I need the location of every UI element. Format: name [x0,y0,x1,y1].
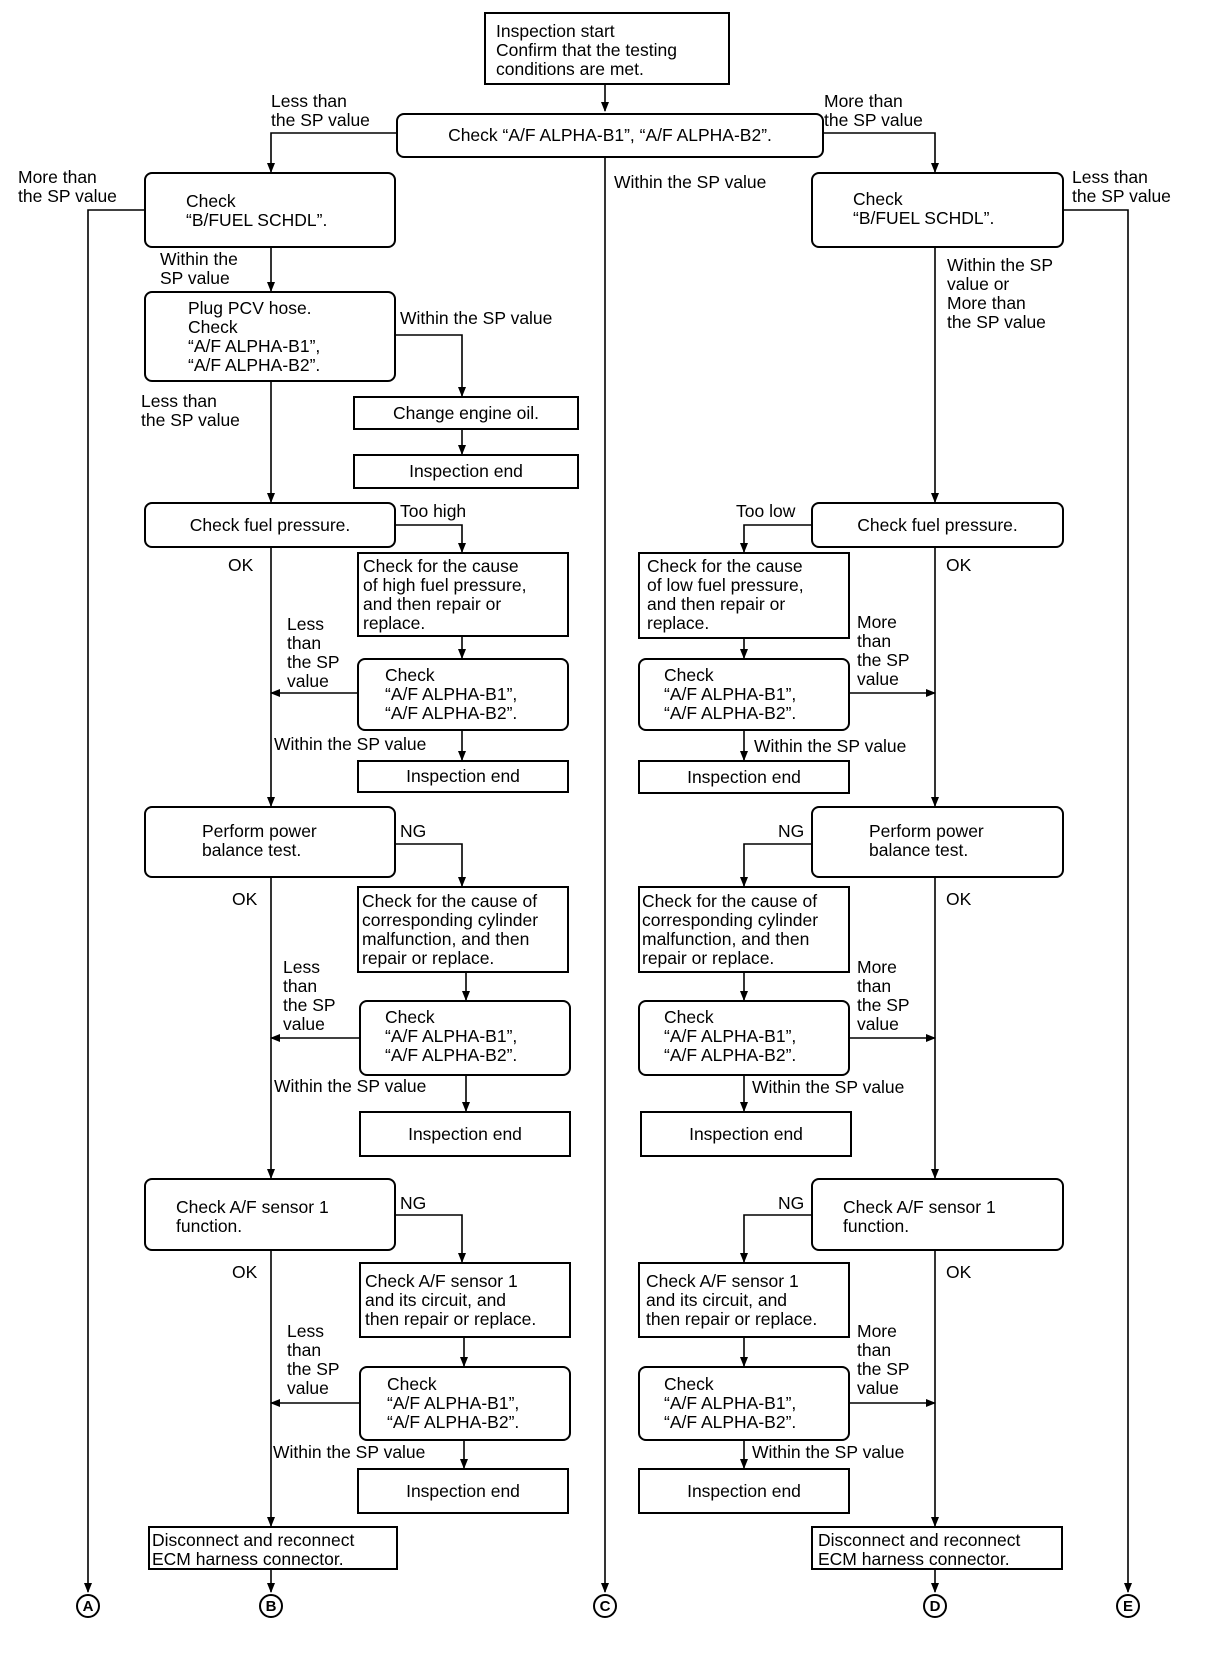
label-within-af-right: Within the SP value [752,1442,905,1462]
label-less-sp-top: Less than the SP value [271,91,370,130]
right-cause-cyl-box: Check for the cause of corresponding cyl… [638,886,850,973]
label-ng-power-left: NG [400,821,427,841]
label-too-low: Too low [736,501,796,521]
label-ok-af-left: OK [232,1262,258,1282]
left-check-alpha-3: Check “A/F ALPHA-B1”, “A/F ALPHA-B2”. [359,1366,571,1441]
left-power-balance-box: Perform power balance test. [144,806,396,878]
right-check-alpha-2: Check “A/F ALPHA-B1”, “A/F ALPHA-B2”. [638,1000,850,1076]
label-ng-af-right: NG [778,1193,805,1213]
right-check-alpha-1: Check “A/F ALPHA-B1”, “A/F ALPHA-B2”. [638,658,850,731]
left-cause-high-box: Check for the cause of high fuel pressur… [357,552,569,637]
label-less-sp-far-right: Less than the SP value [1072,167,1171,206]
right-disconnect-box: Disconnect and reconnect ECM harness con… [811,1526,1063,1570]
right-fuel-pressure-box: Check fuel pressure. [811,502,1064,548]
left-check-bfuel-box: Check “B/FUEL SCHDL”. [144,172,396,248]
left-inspection-end-1: Inspection end [353,454,579,489]
right-cause-low-box: Check for the cause of low fuel pressure… [638,552,850,639]
label-within-power-right: Within the SP value [752,1077,905,1097]
terminal-c: C [593,1594,617,1618]
label-more-fuel-right: More than the SP value [857,612,910,689]
label-ok-power-right: OK [946,889,972,909]
left-cause-cyl-box: Check for the cause of corresponding cyl… [357,886,569,973]
left-af-function-box: Check A/F sensor 1 function. [144,1178,396,1251]
label-more-af-right: More than the SP value [857,1321,910,1398]
left-fuel-pressure-box: Check fuel pressure. [144,502,396,548]
label-within-fuel-right: Within the SP value [754,736,907,756]
label-within-the-sp-left: Within the SP value [160,249,238,288]
left-inspection-end-4: Inspection end [357,1468,569,1514]
terminal-e: E [1116,1594,1140,1618]
terminal-a: A [76,1594,100,1618]
label-ok-power-left: OK [232,889,258,909]
left-inspection-end-2: Inspection end [357,760,569,793]
change-oil-box: Change engine oil. [353,396,579,430]
label-less-sp-pcv: Less than the SP value [141,391,240,430]
label-ok-fuel-right: OK [946,555,972,575]
check-alpha-top-box: Check “A/F ALPHA-B1”, “A/F ALPHA-B2”. [396,113,824,158]
left-pcv-box: Plug PCV hose. Check “A/F ALPHA-B1”, “A/… [144,291,396,382]
right-af-circuit-box: Check A/F sensor 1 and its circuit, and … [638,1262,850,1338]
left-inspection-end-3: Inspection end [359,1111,571,1157]
right-power-balance-box: Perform power balance test. [811,806,1064,878]
right-check-alpha-3: Check “A/F ALPHA-B1”, “A/F ALPHA-B2”. [638,1366,850,1441]
left-af-circuit-box: Check A/F sensor 1 and its circuit, and … [359,1262,571,1338]
label-ok-fuel-left: OK [228,555,254,575]
label-within-power-left: Within the SP value [274,1076,427,1096]
left-check-alpha-1: Check “A/F ALPHA-B1”, “A/F ALPHA-B2”. [357,658,569,731]
label-within-fuel-left: Within the SP value [274,734,427,754]
right-inspection-end-2: Inspection end [638,760,850,794]
label-more-power-right: More than the SP value [857,957,910,1034]
label-more-sp-far-left: More than the SP value [18,167,117,206]
label-within-af-left: Within the SP value [273,1442,426,1462]
label-less-fuel-left: Less than the SP value [287,614,340,691]
label-ng-power-right: NG [778,821,805,841]
left-check-alpha-2: Check “A/F ALPHA-B1”, “A/F ALPHA-B2”. [359,1000,571,1076]
right-inspection-end-4: Inspection end [638,1468,850,1514]
label-within-or-more: Within the SP value or More than the SP … [947,255,1054,332]
label-within-sp-pcv: Within the SP value [400,308,553,328]
right-check-bfuel-box: Check “B/FUEL SCHDL”. [811,172,1064,248]
label-ok-af-right: OK [946,1262,972,1282]
label-more-sp-top: More than the SP value [824,91,923,130]
start-box: Inspection start Confirm that the testin… [484,12,730,85]
label-too-high: Too high [400,501,467,521]
label-less-af-left: Less than the SP value [287,1321,340,1398]
label-less-power-left: Less than the SP value [283,957,336,1034]
right-af-function-box: Check A/F sensor 1 function. [811,1178,1064,1251]
terminal-b: B [259,1594,283,1618]
label-within-sp-center: Within the SP value [614,172,767,192]
label-ng-af-left: NG [400,1193,427,1213]
terminal-d: D [923,1594,947,1618]
right-inspection-end-3: Inspection end [640,1111,852,1157]
left-disconnect-box: Disconnect and reconnect ECM harness con… [148,1526,398,1570]
